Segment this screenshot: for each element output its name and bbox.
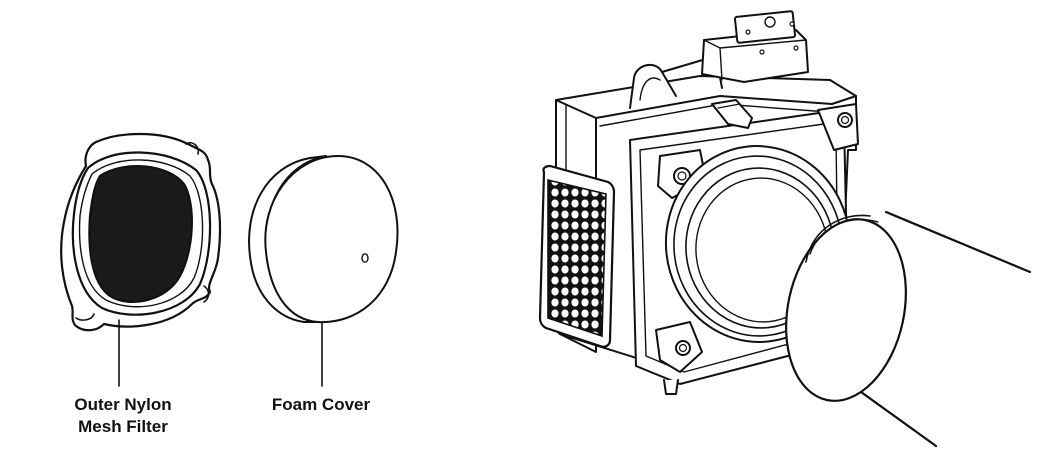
foam-cover-label-text: Foam Cover xyxy=(250,394,392,416)
mesh-filter-label-line-1: Outer Nylon xyxy=(52,394,194,416)
mesh-filter-label-line-2: Mesh Filter xyxy=(52,416,194,438)
mesh-filter-illustration xyxy=(61,134,220,386)
duct-hose-illustration xyxy=(770,208,1054,472)
side-grille-panel xyxy=(540,166,614,347)
foam-cover-illustration xyxy=(249,156,398,386)
foam-cover-label: Foam Cover xyxy=(250,394,392,416)
mesh-screen-shape xyxy=(89,166,191,302)
mesh-filter-label: Outer Nylon Mesh Filter xyxy=(52,394,194,438)
